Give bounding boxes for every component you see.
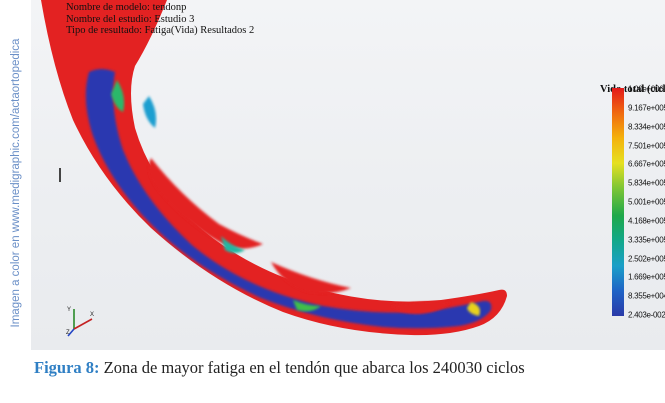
side-credit: Imagen a color en www.medigraphic.com/ac…: [10, 38, 22, 328]
legend-tick-label: 1.00e+006: [628, 84, 664, 94]
legend-tick-label: 5.834e+005: [628, 178, 665, 188]
legend-tick-label: 9.167e+005: [628, 103, 665, 113]
legend-title: Vida total (ciclos): [600, 84, 665, 95]
legend-tick-label: 8.334e+005: [628, 122, 665, 132]
legend-tick-label: 6.667e+005: [628, 159, 665, 169]
axis-triad-icon[interactable]: Y X Z: [66, 305, 96, 337]
tendon-model: [41, 0, 507, 336]
study-info: Nombre de modelo: tendonp Nombre del est…: [66, 2, 254, 37]
figure-label: Figura 8:: [34, 358, 100, 377]
legend-tick-label: 3.335e+005: [628, 235, 665, 245]
legend-tick-label: 8.355e+004: [628, 291, 665, 301]
legend-tick-label: 4.168e+005: [628, 216, 665, 226]
result-type: Tipo de resultado: Fatiga(Vida) Resultad…: [66, 25, 255, 36]
triad-z-label: Z: [66, 330, 70, 336]
view-edge-marker: [59, 168, 61, 182]
triad-y-label: Y: [67, 307, 71, 313]
model-name: Nombre de modelo: tendonp: [66, 2, 187, 13]
simulation-viewport[interactable]: Y X Z Nombre de modelo: tendonp Nombre d…: [31, 0, 665, 350]
legend-tick-label: 1.669e+005: [628, 272, 665, 282]
study-name: Nombre del estudio: Estudio 3: [66, 13, 195, 25]
figure-caption: Figura 8: Zona de mayor fatiga en el ten…: [34, 358, 525, 378]
legend-colorbar: [612, 88, 624, 316]
legend-tick-label: 2.403e-002: [628, 310, 665, 320]
legend-tick-label: 7.501e+005: [628, 141, 665, 150]
legend-tick-label: 2.502e+005: [628, 254, 665, 263]
triad-x-label: X: [90, 312, 94, 318]
caption-text: Zona de mayor fatiga en el tendón que ab…: [99, 358, 525, 377]
legend-tick-label: 5.001e+005: [628, 197, 665, 207]
